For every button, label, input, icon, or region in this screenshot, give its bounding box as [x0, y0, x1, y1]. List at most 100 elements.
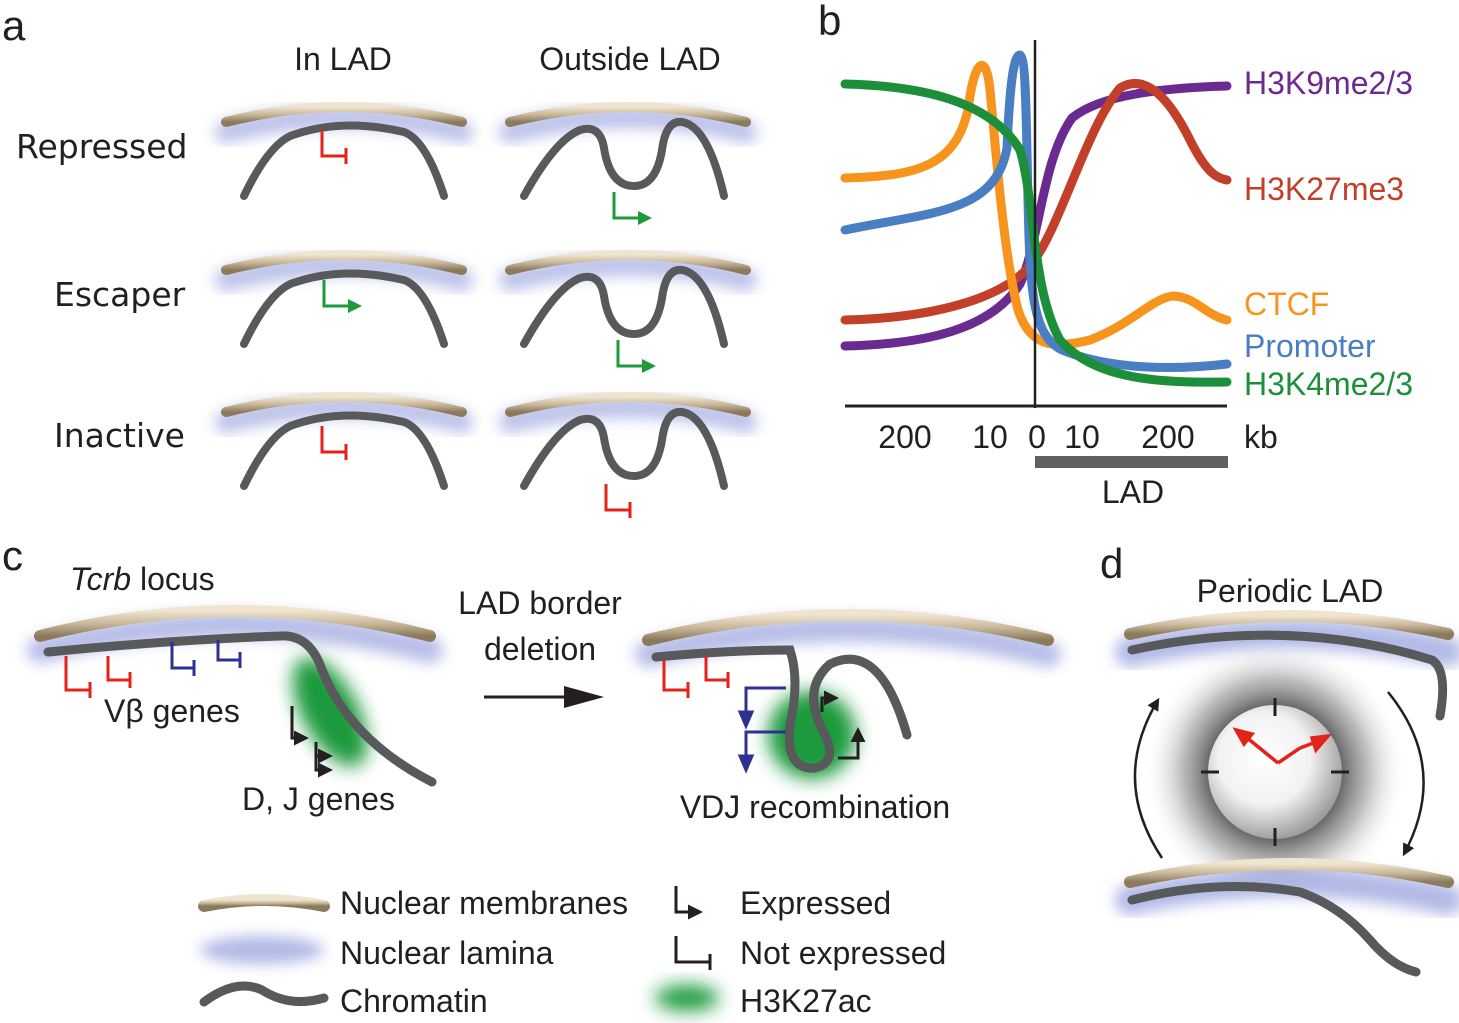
clock-ticks	[1201, 698, 1349, 846]
x-tick-200-left: 200	[878, 419, 931, 455]
legend-expressed: Expressed	[740, 885, 891, 921]
chromatin	[520, 407, 728, 490]
track-h3k9me2-3	[840, 81, 1232, 351]
legend-lamina-swatch	[200, 936, 324, 964]
repressed-in-lad	[215, 102, 473, 200]
track-label-h3k4: H3K4me2/3	[1244, 366, 1413, 402]
tcrb-italic: Tcrb	[70, 561, 131, 597]
x-tick-200-right: 200	[1141, 419, 1194, 455]
membrane	[505, 102, 751, 127]
chromatin	[520, 265, 728, 348]
lamina	[499, 254, 757, 291]
lad-bar-label: LAD	[1102, 474, 1164, 510]
membrane	[221, 250, 467, 275]
track-label-ctcf: CTCF	[1244, 286, 1329, 322]
panel-a-cartoons	[215, 102, 757, 518]
lad-border-chart: 200 10 0 10 200 kb LAD H3K9me2/3 H3K27me…	[840, 40, 1413, 510]
chromatin	[240, 269, 448, 348]
tcrb-after: VDJ recombination	[635, 609, 1061, 825]
locus-suffix: locus	[131, 561, 215, 597]
expressed-icon	[322, 280, 362, 313]
legend-h3k27ac: H3K27ac	[740, 983, 872, 1019]
escaper-outside-lad	[499, 250, 757, 373]
row-label-repressed: Repressed	[16, 127, 187, 166]
panel-label-b: b	[818, 0, 841, 44]
lamina	[215, 106, 473, 143]
col-header-outside-lad: Outside LAD	[539, 41, 720, 77]
not-expressed-icon	[604, 484, 632, 518]
row-labels: Repressed Escaper Inactive	[16, 127, 187, 455]
cycle-arrow-right	[1387, 691, 1425, 857]
lamina	[499, 106, 757, 143]
dj-expressed-arrows	[290, 706, 333, 778]
membrane-c1	[34, 605, 436, 642]
panel-label-a: a	[2, 2, 26, 49]
black-expressed-c2	[820, 690, 866, 760]
periodic-lad-title: Periodic LAD	[1197, 573, 1384, 609]
inactive-outside-lad	[499, 392, 757, 518]
legend-expressed-icon	[674, 886, 703, 920]
membrane	[221, 392, 467, 417]
chromatin	[520, 117, 728, 200]
track-label-promoter: Promoter	[1244, 328, 1376, 364]
not-expressed-icon	[320, 426, 348, 460]
red-promoters-c2	[662, 656, 730, 698]
deletion-label-line1: LAD border	[458, 585, 622, 621]
legend-chromatin-swatch	[199, 981, 329, 1007]
row-label-inactive: Inactive	[54, 416, 185, 455]
track-ctcf	[840, 61, 1232, 350]
repressed-outside-lad	[499, 102, 757, 225]
chromatin	[240, 121, 448, 200]
membrane-d-bottom	[1124, 858, 1454, 888]
vbeta-promoters-c1	[64, 640, 242, 698]
membrane	[221, 102, 467, 127]
x-tick-10-right: 10	[1064, 419, 1100, 455]
x-tick-0: 0	[1028, 419, 1046, 455]
panel-label-d: d	[1100, 540, 1123, 587]
legend: Nuclear membranes Nuclear lamina Chromat…	[198, 885, 946, 1019]
lamina-c2	[635, 616, 1061, 667]
deletion-arrow: LAD border deletion	[458, 585, 622, 708]
x-unit: kb	[1244, 419, 1278, 455]
not-expressed-blue-1	[170, 642, 196, 676]
legend-membranes: Nuclear membranes	[340, 885, 628, 921]
clock-face	[1208, 705, 1342, 839]
clock-hands-icon	[1232, 727, 1333, 765]
tcrb-locus-label: Tcrb locus	[70, 561, 215, 597]
membrane-d-top	[1124, 610, 1454, 640]
membrane-c2	[642, 609, 1054, 646]
dj-genes-label: D, J genes	[242, 781, 395, 817]
col-header-in-lad: In LAD	[294, 41, 392, 77]
not-expressed-red-2	[106, 656, 132, 688]
lad-bar	[1035, 456, 1228, 468]
track-h3k27me3	[840, 79, 1232, 325]
chromatin-c2	[651, 645, 912, 773]
deletion-label-line2: deletion	[484, 631, 596, 667]
membrane	[505, 392, 751, 417]
expressed-icon	[616, 340, 656, 373]
expressed-icon	[612, 192, 652, 225]
h3k27ac-patch-c1	[292, 657, 368, 767]
tcrb-before: Vβ genes D, J genes	[27, 605, 443, 817]
vbeta-genes-label: Vβ genes	[104, 693, 240, 729]
column-headers: In LAD Outside LAD	[294, 41, 721, 77]
row-label-escaper: Escaper	[54, 275, 186, 314]
membrane	[505, 250, 751, 275]
chromatin	[240, 411, 448, 490]
lamina	[499, 396, 757, 433]
lamina-c1	[27, 612, 443, 663]
legend-h3k27ac-swatch	[655, 985, 719, 1011]
chromatin-d-top	[1127, 630, 1448, 721]
chromatin-d-bottom	[1127, 882, 1421, 977]
chromatin-c1	[43, 631, 437, 787]
legend-membrane-swatch	[198, 894, 330, 912]
not-expressed-blue-2	[216, 640, 242, 668]
track-label-h3k9: H3K9me2/3	[1244, 65, 1413, 101]
lamina	[215, 396, 473, 433]
blue-expressed-c2	[737, 686, 786, 774]
periodic-lad	[1115, 610, 1459, 977]
track-label-h3k27: H3K27me3	[1244, 171, 1404, 207]
legend-not-expressed: Not expressed	[740, 935, 946, 971]
x-tick-10-left: 10	[972, 419, 1008, 455]
